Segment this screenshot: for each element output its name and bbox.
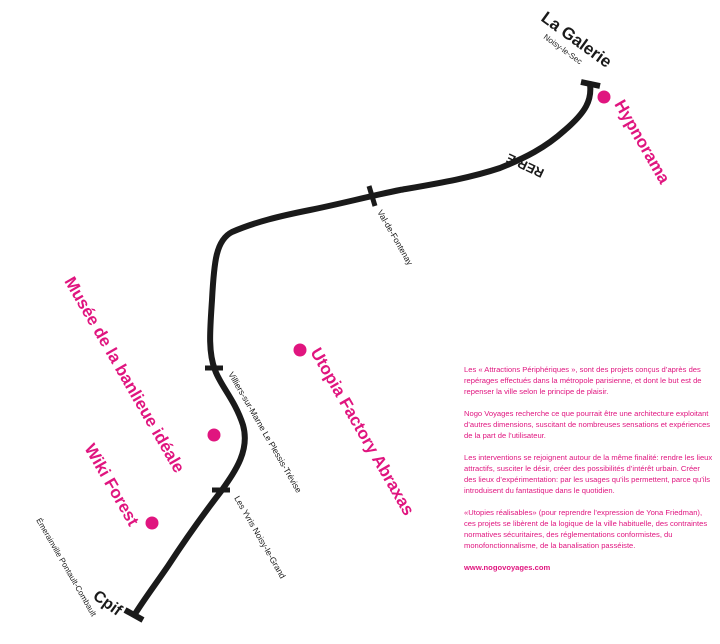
terminus-cpif-sublabel: Émerainville Pontault-Combault [34,517,98,619]
station-villiers-label: Villiers-sur-Marne Le Plessis-Trévise [226,370,304,495]
station-val-de-fontenay-label: Val-de-Fontenay [375,208,415,268]
info-paragraph: Les interventions se rejoignent autour d… [464,453,713,495]
utopia-factory-label[interactable]: Utopia Factory Abraxas [307,345,419,519]
musee-banlieue-dot[interactable] [207,428,221,442]
utopia-factory-dot[interactable] [293,343,307,357]
info-paragraph: Les « Attractions Périphériques », sont … [464,365,702,396]
terminus-bar-south [123,607,145,623]
website-link[interactable]: www.nogovoyages.com [464,563,551,572]
terminus-bar-north [580,79,601,89]
rer-e-line [132,81,594,617]
station-tick-val-de-fontenay [366,185,378,207]
info-paragraph: Nogo Voyages recherche ce que pourrait ê… [464,409,711,440]
wiki-forest-label[interactable]: Wiki Forest [81,441,143,530]
hypnorama-label[interactable]: Hypnorama [611,97,674,188]
station-les-yvris-label: Les Yvris Noisy-le-Grand [232,494,288,581]
hypnorama-dot[interactable] [597,90,611,104]
wiki-forest-dot[interactable] [145,516,159,530]
info-text-block: Les « Attractions Périphériques », sont … [464,364,714,573]
info-paragraph: «Utopies réalisables» (pour reprendre l’… [464,508,708,550]
musee-banlieue-label[interactable]: Musée de la banlieue idéale [61,274,189,477]
